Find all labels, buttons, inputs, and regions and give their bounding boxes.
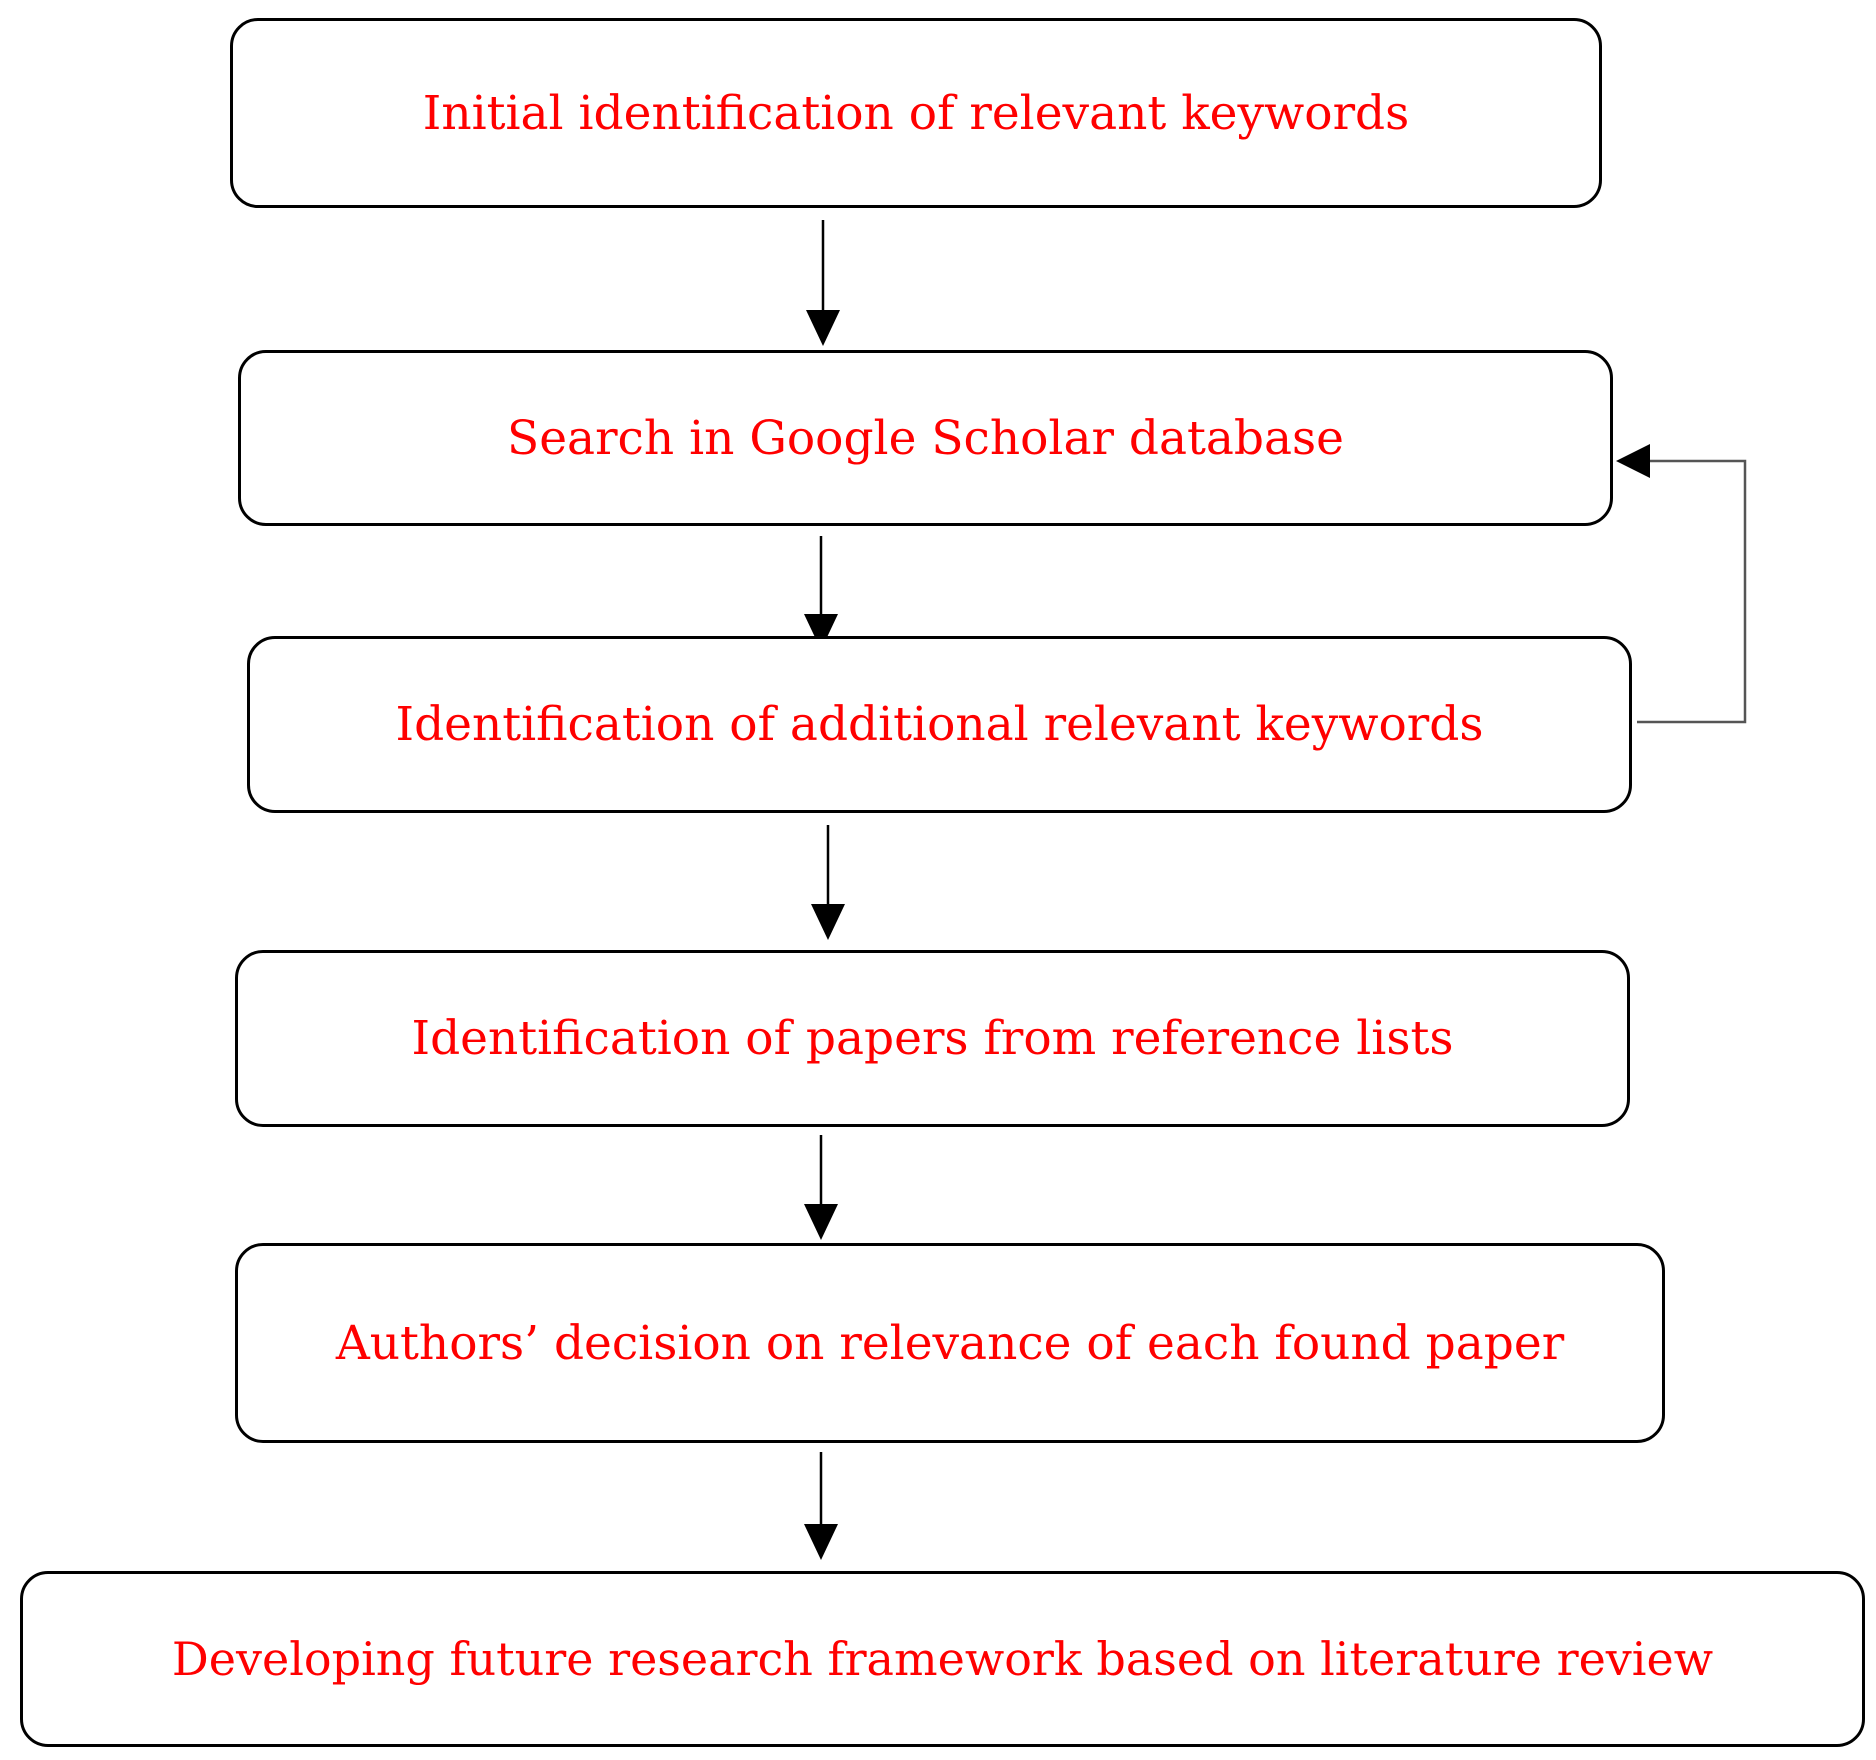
step-search-google-scholar: Search in Google Scholar database [238,350,1613,526]
feedback-arrow-s3-to-s2 [1616,444,1747,724]
step-label: Developing future research framework bas… [171,1632,1714,1686]
arrow-s1-to-s2 [806,220,840,346]
step-label: Identification of additional relevant ke… [395,697,1484,752]
step-label: Identification of papers from reference … [411,1011,1454,1066]
step-additional-keywords: Identification of additional relevant ke… [247,636,1632,813]
step-label: Authors’ decision on relevance of each f… [335,1315,1565,1371]
arrow-s5-to-s6 [804,1452,838,1560]
arrow-s2-to-s3 [804,536,838,650]
step-authors-decision: Authors’ decision on relevance of each f… [235,1243,1665,1443]
step-initial-keywords: Initial identification of relevant keywo… [230,18,1602,208]
step-reference-list-papers: Identification of papers from reference … [235,950,1630,1127]
step-label: Initial identification of relevant keywo… [422,85,1410,141]
step-label: Search in Google Scholar database [507,410,1344,466]
arrow-s3-to-s4 [811,825,845,940]
arrow-s4-to-s5 [804,1135,838,1240]
step-developing-framework: Developing future research framework bas… [20,1571,1865,1747]
